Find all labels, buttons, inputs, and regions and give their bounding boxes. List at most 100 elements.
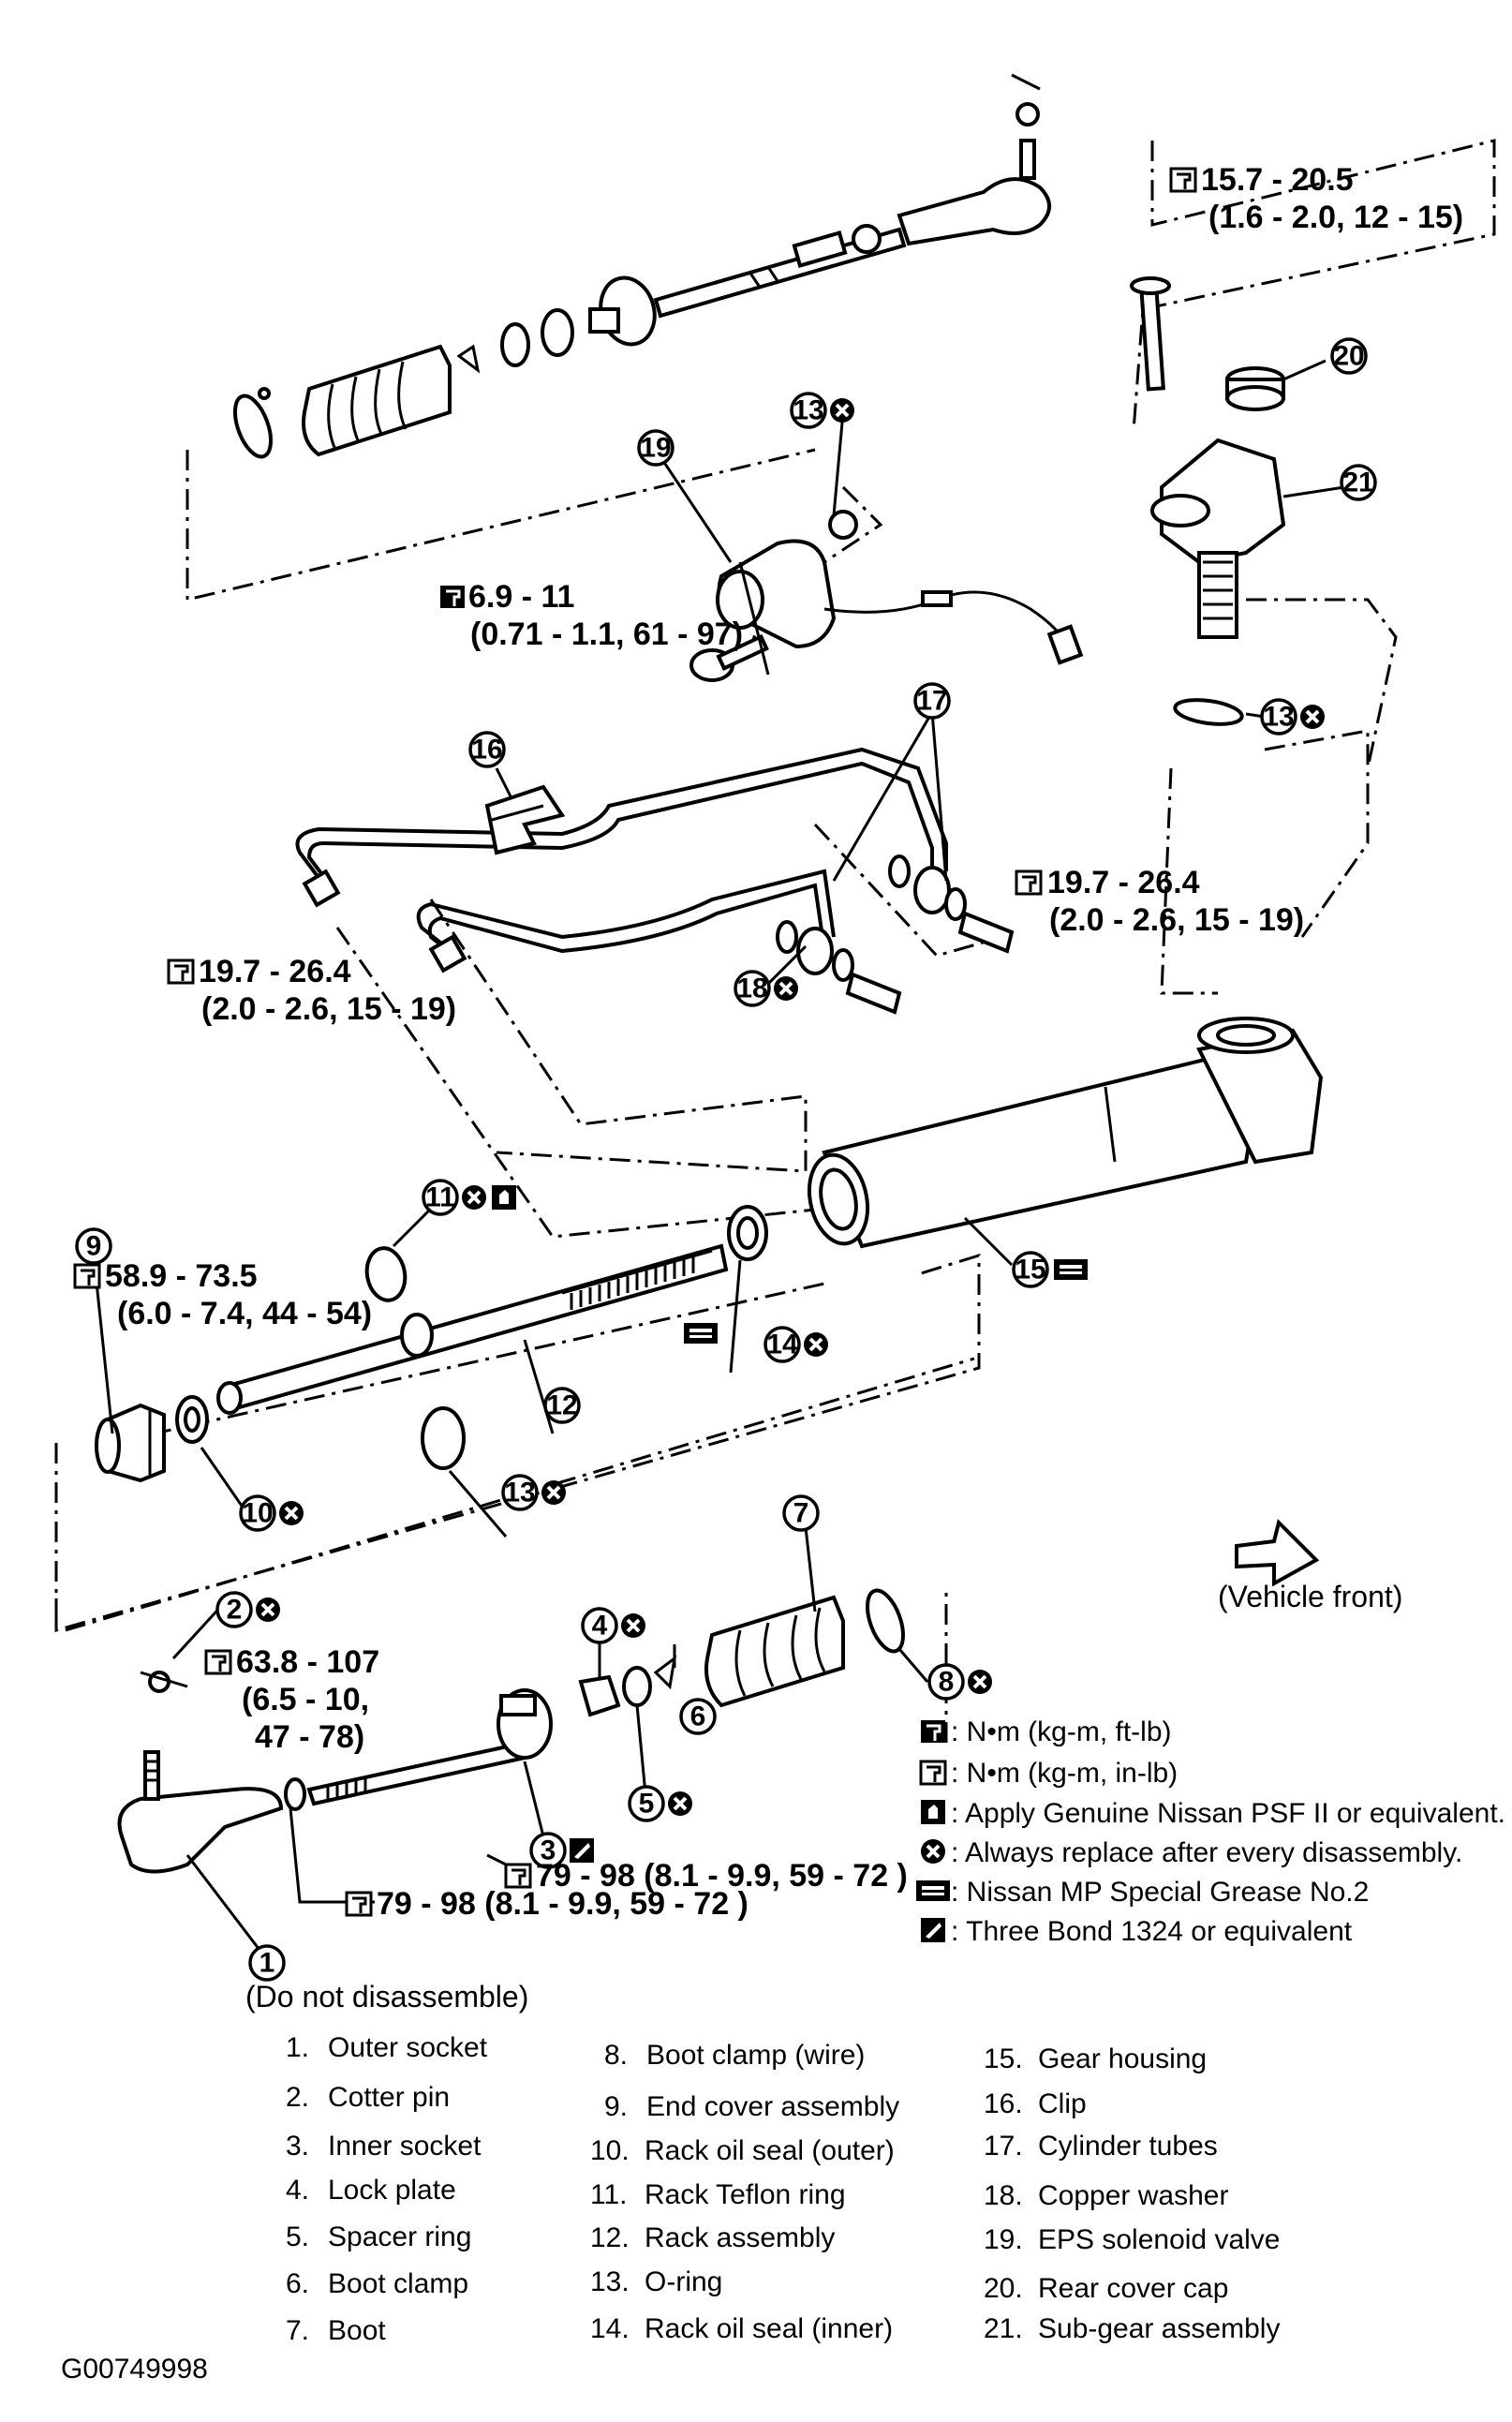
callout-18: 18 [736,973,767,1004]
part-num-16: 16. [984,2088,1023,2119]
part-num-13: 13. [590,2266,630,2297]
callout-17: 17 [916,686,947,717]
legend-text-1: : N•m (kg-m, ft-lb) [951,1716,1172,1747]
torque-endcover-1: 58.9 - 73.5 [105,1258,258,1294]
part-num-19: 19. [984,2224,1023,2255]
part-num-4: 4. [286,2175,309,2206]
part-name-20: Rear cover cap [1038,2273,1228,2304]
part-num-20: 20. [984,2273,1023,2304]
torque-tube-right-1: 19.7 - 26.4 [1047,865,1200,900]
part-num-7: 7. [286,2315,309,2346]
part-name-1: Outer socket [328,2032,488,2063]
torque-inner-left: 79 - 98 (8.1 - 9.9, 59 - 72 ) [377,1886,749,1922]
callout-13c: 13 [504,1478,535,1508]
vehicle-front-arrow-icon [1235,1519,1320,1587]
callout-12: 12 [546,1390,577,1421]
part-name-21: Sub-gear assembly [1038,2313,1280,2344]
part-name-17: Cylinder tubes [1038,2131,1218,2162]
callout-1: 1 [259,1948,275,1979]
part-name-9: End cover assembly [646,2091,899,2122]
callout-14: 14 [766,1330,798,1360]
part-name-18: Copper washer [1038,2180,1228,2211]
callout-9: 9 [86,1231,102,1262]
callout-15: 15 [1015,1255,1045,1285]
cylinder-tubes [295,747,1015,1015]
callout-6: 6 [690,1701,706,1732]
callout-3: 3 [541,1835,556,1866]
callout-13a: 13 [793,395,823,426]
eps-solenoid-valve [689,510,1084,682]
torque-outer-3: 47 - 78) [255,1719,364,1755]
sub-gear-assembly [1160,438,1286,565]
torque-labels: 15.7 - 20.5 (1.6 - 2.0, 12 - 15) 6.9 - 1… [73,162,1463,1922]
callout-2: 2 [227,1595,243,1626]
torque-endcover-2: (6.0 - 7.4, 44 - 54) [117,1296,372,1331]
torque-solenoid-2: (0.71 - 1.1, 61 - 97) [470,617,743,652]
part-num-21: 21. [984,2313,1023,2344]
callout-21: 21 [1342,468,1373,498]
part-num-5: 5. [286,2221,309,2252]
callout-16: 16 [471,735,502,765]
part-name-11: Rack Teflon ring [645,2179,846,2210]
part-name-4: Lock plate [328,2175,456,2206]
part-name-6: Boot clamp [328,2268,468,2299]
part-num-2: 2. [286,2082,309,2113]
torque-tube-right-2: (2.0 - 2.6, 15 - 19) [1049,902,1304,938]
part-name-7: Boot [328,2315,386,2346]
callout-8: 8 [939,1667,955,1698]
part-num-17: 17. [984,2131,1023,2162]
torque-tube-left-2: (2.0 - 2.6, 15 - 19) [201,991,456,1027]
part-name-3: Inner socket [328,2131,482,2162]
part-name-12: Rack assembly [645,2222,835,2253]
legend-text-4: : Always replace after every disassembly… [951,1837,1462,1868]
parts-list: 1. Outer socket 2. Cotter pin 3. Inner s… [286,2032,1281,2346]
part-name-19: EPS solenoid valve [1038,2224,1281,2255]
part-name-8: Boot clamp (wire) [646,2040,865,2071]
outer-socket-top [897,177,1051,246]
callout-10: 10 [242,1498,273,1529]
part-num-8: 8. [604,2040,628,2071]
torque-tube-left-1: 19.7 - 26.4 [199,954,351,989]
part-num-11: 11. [590,2179,627,2210]
do-not-disassemble-note: (Do not disassemble) [245,1980,528,2013]
part-num-9: 9. [604,2091,628,2122]
legend-text-2: : N•m (kg-m, in-lb) [951,1758,1178,1789]
callout-13b: 13 [1263,702,1294,733]
callout-4: 4 [592,1611,608,1642]
clip [484,784,566,855]
pinion-assembly [1130,276,1286,726]
callout-19: 19 [640,433,671,464]
callout-11: 11 [425,1182,455,1213]
part-name-14: Rack oil seal (inner) [645,2313,893,2344]
legend-text-3: : Apply Genuine Nissan PSF II or equival… [951,1798,1505,1829]
part-num-12: 12. [590,2222,630,2253]
part-name-16: Clip [1038,2088,1087,2119]
callout-5: 5 [639,1789,655,1820]
part-name-2: Cotter pin [328,2082,450,2113]
top-tie-rod-assembly [232,73,1051,459]
figure-id: G00749998 [61,2354,208,2385]
part-num-6: 6. [286,2268,309,2299]
part-num-15: 15. [984,2043,1023,2074]
lower-tie-rod-assembly [117,1588,906,1874]
part-name-15: Gear housing [1038,2043,1207,2074]
part-num-14: 14. [590,2313,630,2344]
torque-outer-2: (6.5 - 10, [242,1682,369,1717]
torque-inner-right: 79 - 98 (8.1 - 9.9, 59 - 72 ) [536,1858,908,1894]
torque-top-2: (1.6 - 2.0, 12 - 15) [1208,200,1463,235]
part-num-18: 18. [984,2180,1023,2211]
part-name-5: Spacer ring [328,2221,471,2252]
vehicle-front-label: (Vehicle front) [1218,1580,1402,1613]
part-name-10: Rack oil seal (outer) [645,2135,895,2166]
part-num-1: 1. [286,2032,309,2063]
torque-top-1: 15.7 - 20.5 [1201,162,1354,198]
torque-solenoid-1: 6.9 - 11 [468,579,574,615]
part-num-3: 3. [286,2131,309,2162]
part-num-10: 10. [590,2135,630,2166]
part-name-13: O-ring [645,2266,722,2297]
callouts: 20 21 13 19 13 16 17 18 15 11 9 12 14 10… [75,337,1377,1982]
torque-outer-1: 63.8 - 107 [236,1644,379,1680]
callout-leaders [92,359,1345,1954]
callout-20: 20 [1333,341,1364,372]
